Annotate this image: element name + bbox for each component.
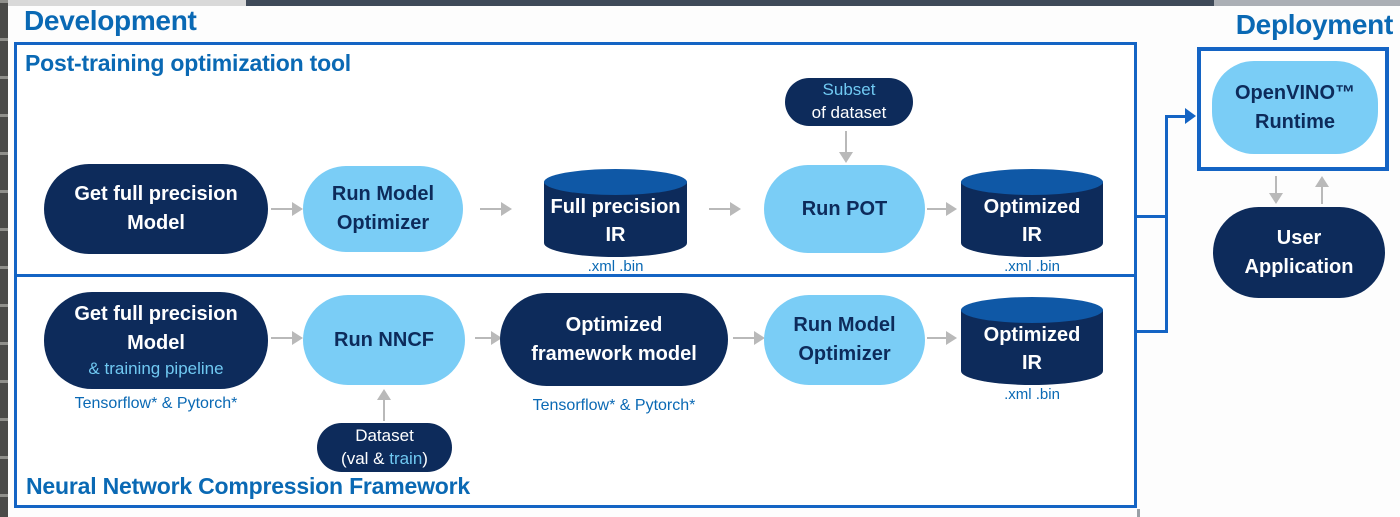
flow-arrow-icon [733,331,765,345]
flow-arrow-down-icon [839,131,853,163]
node-label-line: Optimizer [336,212,430,234]
node-label-line: IR [1022,352,1042,374]
flow-arrow-icon [709,202,741,216]
node-label-line: Runtime [1255,110,1335,133]
node-openvino-runtime: OpenVINO™ Runtime [1212,61,1378,154]
top-edge-artifact-right [1214,0,1400,6]
dataset-line-highlight: train [389,448,423,468]
cylinder-top [544,169,687,195]
node-subset-of-dataset: Subset of dataset [785,78,913,126]
flow-arrow-icon [475,331,502,345]
node-run-nncf: Run NNCF [303,295,465,385]
post-training-optimization-title: Post-training optimization tool [25,50,351,76]
node-run-pot: Run POT [764,165,925,253]
dataset-line-post: ) [422,448,428,468]
database-cylinder-full-precision-ir: Full precision IR [544,169,687,257]
node-label-line: IR [605,224,626,246]
node-label-line: Dataset [355,425,414,445]
deployment-heading: Deployment [1235,9,1394,40]
node-label-line: & training pipeline [88,359,224,379]
top-edge-artifact-center [246,0,1214,6]
node-label-line: Optimized [983,324,1081,346]
connector-vertical [1165,115,1168,333]
nncf-title: Neural Network Compression Framework [26,473,470,499]
node-label-line: Run Model [793,314,896,336]
node-label-line: Full precision [550,196,681,218]
flow-arrow-icon [927,202,957,216]
frameworks-caption: Tensorflow* & Pytorch* [532,397,696,414]
node-label-line: Subset [822,80,876,100]
connector-arrowhead-icon [1185,108,1196,124]
node-label-line: Model [127,332,185,355]
flow-arrow-icon [927,331,957,345]
node-optimized-framework-model: Optimized framework model [500,293,728,386]
node-run-model-optimizer: Run Model Optimizer [303,166,463,252]
flow-arrow-icon [271,331,303,345]
connector-stub-nncf [1135,330,1167,333]
node-label-line: framework model [531,342,697,365]
node-label-line: User [1276,226,1322,249]
node-label-line: IR [1022,224,1042,246]
node-user-application: User Application [1213,207,1385,298]
file-extensions-caption: .xml .bin [1004,386,1060,403]
cylinder-top [961,297,1103,323]
node-label-line: Run POT [801,197,888,220]
cylinder-top [961,169,1103,195]
node-label-line: Application [1244,255,1354,278]
development-heading: Development [24,5,197,36]
node-label-line: Get full precision [74,183,238,205]
node-label-line: Optimized [983,196,1081,218]
flow-arrow-icon [271,202,303,216]
node-label-line: Optimized [565,313,663,336]
file-extensions-caption: .xml .bin [1004,258,1060,275]
file-extensions-caption: .xml .bin [587,258,644,275]
node-label-line: Get full precision [74,303,238,326]
node-run-model-optimizer-nncf: Run Model Optimizer [764,295,925,385]
dataset-line-pre: (val & [341,448,390,468]
flow-arrow-up-icon [377,389,391,421]
connector-stub-pot [1135,215,1167,218]
top-edge-artifact-left [0,0,246,6]
node-dataset-val-train: Dataset (val & train) [317,423,452,472]
flow-arrow-up-icon [1315,176,1329,204]
frameworks-caption: Tensorflow* & Pytorch* [74,395,238,412]
bottom-edge-artifact [1137,509,1140,517]
flow-arrow-down-icon [1269,176,1283,204]
node-label-line: (val & train) [341,448,428,471]
node-get-full-precision-model-training: Get full precision Model & training pipe… [44,292,268,389]
node-label-line: OpenVINO™ [1234,81,1355,104]
connector-horizontal [1165,115,1186,118]
node-label-line: Run NNCF [334,328,434,351]
node-label-line: Model [127,212,185,234]
node-label-line: Optimizer [798,343,891,365]
node-get-full-precision-model: Get full precision Model [44,164,268,254]
flow-arrow-icon [480,202,512,216]
database-cylinder-optimized-ir: Optimized IR [961,169,1103,257]
left-edge-artifact [0,0,8,517]
node-label-line: Run Model [331,183,435,205]
database-cylinder-optimized-ir-nncf: Optimized IR [961,297,1103,385]
node-label-line: of dataset [811,103,887,122]
